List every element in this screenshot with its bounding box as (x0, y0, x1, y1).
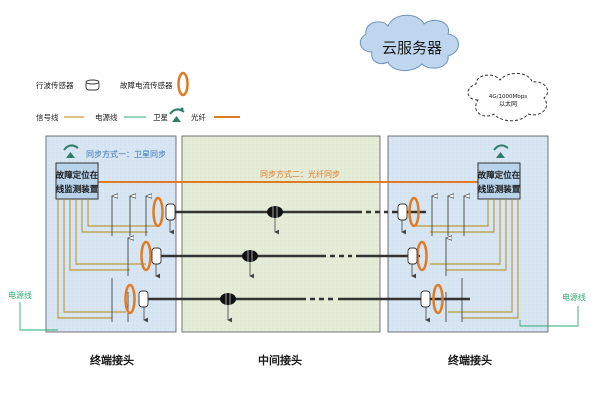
left-terminal-assembly (111, 196, 176, 323)
section-label-right: 终端接头 (448, 353, 492, 367)
network-label-1: 4G/1000Mbps (489, 94, 527, 100)
left-device-label-2: 线监测装置 (56, 184, 99, 195)
legend-signal-line-label: 信号线 (36, 112, 59, 122)
legend-fault-current-sensor-label: 故障电流传感器 (120, 80, 173, 90)
right-device-label-1: 故障定位在 (478, 170, 521, 181)
sync-fiber-label: 同步方式二：光纤同步 (260, 169, 340, 179)
cloud-server: 云服务器 (359, 14, 459, 71)
mid-joint-3 (220, 293, 236, 323)
legend-satellite-label: 卫星 (153, 113, 168, 122)
left-monitoring-device: 故障定位在 线监测装置 (55, 162, 99, 200)
legend-traveling-wave-sensor-label: 行波传感器 (36, 80, 74, 90)
fault-current-sensor-icon (177, 71, 189, 97)
network-label-2: 以太网 (499, 100, 517, 108)
right-terminal-panel (387, 135, 549, 333)
left-device-label-1: 故障定位在 (56, 170, 99, 181)
section-label-left: 终端接头 (90, 353, 134, 367)
mid-joint-1 (267, 206, 283, 235)
mid-joint-2 (242, 250, 258, 279)
traveling-wave-sensor-icon (85, 79, 100, 91)
right-power-line (519, 306, 579, 327)
satellite-icon (169, 107, 185, 122)
right-monitoring-device: 故障定位在 线监测装置 (477, 162, 521, 200)
left-power-label: 电源线 (8, 290, 32, 300)
middle-joint-panel (181, 135, 381, 333)
legend-fiber-label: 光纤 (191, 112, 206, 122)
right-terminal-assembly (397, 196, 464, 323)
right-signal-wiring (416, 199, 519, 319)
section-label-middle: 中间接头 (258, 353, 302, 367)
left-power-line (19, 302, 58, 331)
network-cloud: 4G/1000Mbps 以太网 (467, 73, 548, 122)
right-power-label: 电源线 (562, 292, 586, 302)
left-signal-wiring (57, 199, 158, 319)
sync-satellite-label: 同步方式一：卫星同步 (86, 149, 166, 159)
cloud-label: 云服务器 (382, 39, 442, 57)
satellite-icon-right (493, 144, 509, 158)
satellite-icon-left (63, 144, 79, 158)
right-device-label-2: 线监测装置 (478, 184, 521, 195)
legend: 行波传感器 故障电流传感器 信号线 电源线 卫星 光纤 (36, 71, 240, 122)
legend-power-line-label: 电源线 (95, 112, 118, 122)
